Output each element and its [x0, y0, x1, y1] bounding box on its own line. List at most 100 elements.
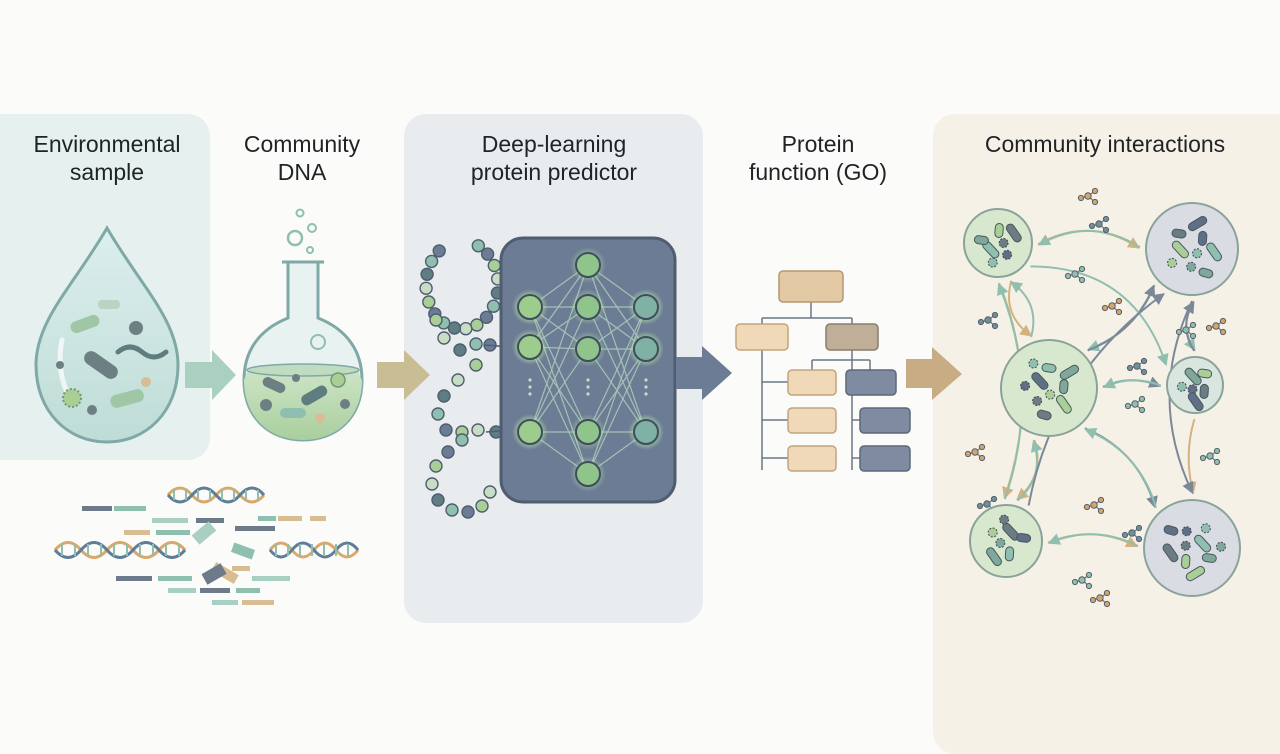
microbial-community-icon: [1145, 202, 1239, 296]
amino-acid-bead: [422, 295, 436, 309]
flask-icon: [242, 208, 364, 442]
stage-label-line: Community: [243, 131, 361, 157]
molecule-icon: [1083, 496, 1105, 515]
amino-acid-bead: [425, 477, 439, 491]
stage-label-line: sample: [69, 159, 145, 185]
amino-acid-bead: [420, 267, 434, 281]
network-node: [575, 419, 601, 445]
pipeline-diagram: Environmental sample Community DNA Deep-…: [0, 114, 1280, 754]
stage-label-line: DNA: [277, 159, 327, 185]
dna-helix-icon: [166, 486, 266, 504]
stage-label-line: Deep-learning: [481, 131, 627, 157]
amino-acid-bead: [455, 433, 469, 447]
amino-acid-bead: [453, 343, 467, 357]
stage-label-line: Community interactions: [984, 131, 1226, 157]
microbial-community-network-icon: [963, 187, 1241, 608]
amino-acid-bead: [431, 407, 445, 421]
molecule-icon: [1205, 317, 1227, 336]
interaction-arrow: [1047, 533, 1139, 547]
stage-label-community-interactions: Community interactions: [940, 130, 1270, 158]
molecule-icon: [1199, 447, 1221, 466]
amino-acid-bead: [469, 358, 483, 372]
microbial-community-icon: [963, 208, 1033, 278]
amino-acid-bead: [437, 389, 451, 403]
network-node: [575, 252, 601, 278]
interaction-arrow: [1184, 418, 1197, 495]
amino-acid-bead: [471, 423, 485, 437]
interaction-arrow: [1087, 284, 1156, 352]
network-node: [633, 294, 659, 320]
amino-acid-bead: [471, 239, 485, 253]
flow-arrow: [185, 350, 236, 400]
amino-acid-bead: [470, 318, 484, 332]
sequence-reads: [82, 506, 326, 605]
dna-fragments-icon: [53, 486, 360, 605]
go-hierarchy-icon: [735, 270, 911, 472]
interaction-arrow: [1009, 281, 1035, 338]
amino-acid-bead: [419, 281, 433, 295]
network-node: [633, 336, 659, 362]
amino-acid-bead: [459, 322, 473, 336]
microbial-community-icon: [1166, 356, 1224, 414]
network-node: [575, 336, 601, 362]
amino-acid-bead: [475, 499, 489, 513]
amino-acid-bead: [445, 503, 459, 517]
amino-acid-bead: [437, 331, 451, 345]
molecule-icon: [1121, 524, 1143, 543]
amino-acid-bead: [479, 310, 494, 324]
flow-arrow: [676, 346, 732, 400]
network-node: [575, 461, 601, 487]
network-node: [517, 419, 543, 445]
amino-acid-bead: [451, 373, 465, 387]
interaction-arrow: [1102, 377, 1162, 389]
stage-label-community-dna: Community DNA: [212, 130, 392, 186]
microbial-community-icon: [1000, 339, 1098, 437]
amino-acid-bead: [429, 313, 443, 327]
molecule-icon: [1126, 357, 1148, 376]
network-node: [517, 294, 543, 320]
stage-label-protein-function: Protein function (GO): [718, 130, 918, 186]
amino-acid-bead: [432, 244, 446, 258]
molecule-icon: [1124, 395, 1146, 414]
amino-acid-bead: [469, 337, 483, 351]
interaction-arrow: [1037, 229, 1141, 249]
molecule-icon: [1071, 571, 1093, 590]
amino-acid-bead: [441, 445, 455, 459]
stage-label-protein-predictor: Deep-learning protein predictor: [424, 130, 684, 186]
molecule-icon: [1077, 187, 1099, 206]
water-droplet-icon: [34, 225, 180, 444]
molecule-icon: [1064, 265, 1086, 284]
interaction-arrow: [1030, 265, 1169, 367]
amino-acid-bead: [483, 485, 497, 499]
stage-label-line: function (GO): [748, 159, 888, 185]
amino-acid-bead: [480, 247, 495, 261]
stage-label-environmental-sample: Environmental sample: [2, 130, 212, 186]
amino-acid-bead: [486, 299, 501, 313]
amino-acid-bead: [429, 459, 443, 473]
microbial-community-icon: [969, 504, 1043, 578]
amino-acid-bead: [487, 258, 501, 273]
interaction-arrow: [1016, 439, 1043, 502]
interaction-arrow: [1084, 427, 1157, 508]
molecule-icon: [977, 311, 999, 330]
flow-arrow: [377, 350, 430, 400]
neural-network-icon: [499, 236, 677, 504]
stage-label-line: Protein: [781, 131, 855, 157]
stage-label-line: protein predictor: [470, 159, 638, 185]
flow-arrow: [906, 347, 962, 400]
network-node: [517, 334, 543, 360]
amino-acid-bead: [431, 493, 445, 507]
molecule-icon: [1175, 321, 1197, 340]
molecule-icon: [1101, 297, 1123, 316]
amino-acid-chain-icon: [419, 239, 514, 519]
stage-label-line: Environmental: [33, 131, 181, 157]
dna-helix-icon: [268, 541, 360, 559]
dna-helix-icon: [53, 541, 187, 559]
diagram-artwork: [34, 187, 1241, 608]
molecule-icon: [964, 443, 986, 462]
amino-acid-bead: [447, 321, 462, 335]
interaction-arrow: [1084, 427, 1158, 509]
network-node: [575, 294, 601, 320]
amino-acid-bead: [461, 505, 475, 519]
network-node: [633, 419, 659, 445]
